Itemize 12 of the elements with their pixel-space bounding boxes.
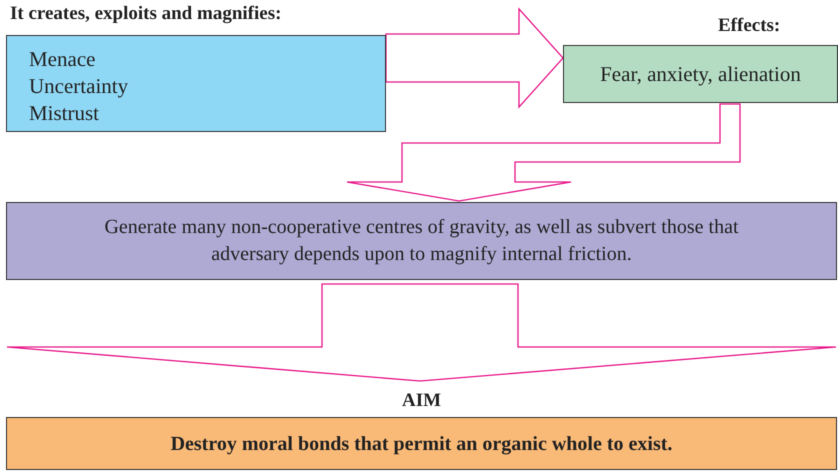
block-arrow [6, 283, 837, 382]
list-item: Menace [29, 46, 96, 73]
heading: It creates, exploits and magnifies: [10, 3, 282, 25]
heading: AIM [402, 390, 442, 412]
box-text: Generate many non-cooperative centres of gravity, as well as subvert those that adversary depends upon to magnify internal friction. [103, 215, 740, 267]
block-arrow [346, 103, 741, 202]
box-text: Destroy moral bonds that permit an organic whole to exist. [170, 432, 674, 457]
heading: Effects: [718, 15, 780, 37]
block-arrow [385, 7, 564, 109]
box-text: Fear, anxiety, alienation [599, 61, 802, 88]
list-item: Mistrust [29, 100, 100, 127]
list-item: Uncertainty [29, 73, 130, 100]
